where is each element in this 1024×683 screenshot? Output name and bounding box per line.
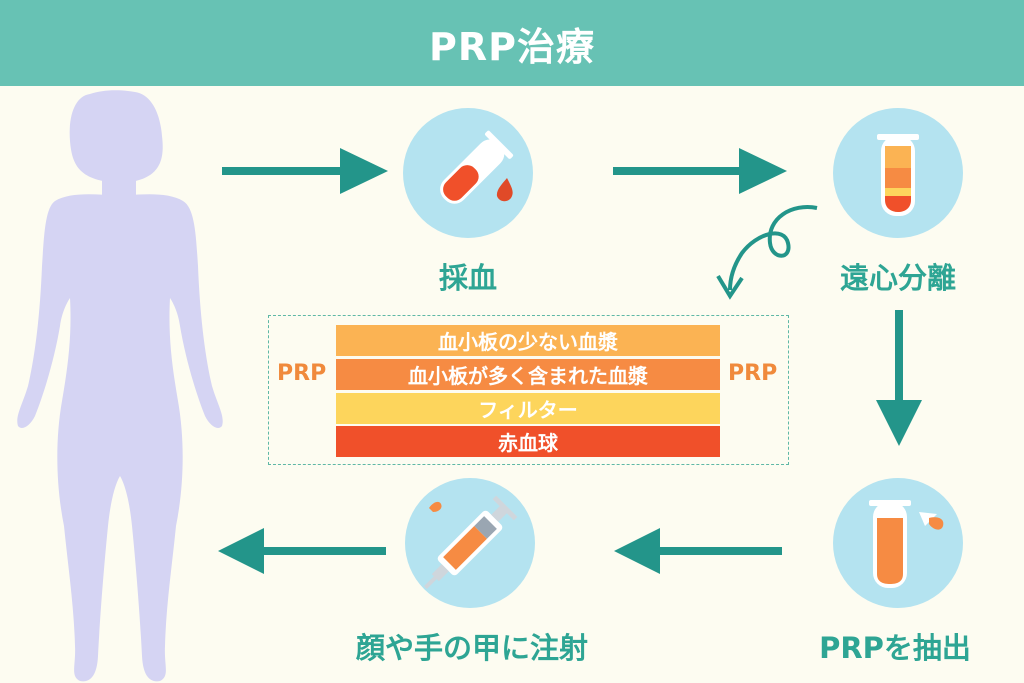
layers-box [268, 315, 789, 465]
arrow-to-centrifuge [613, 148, 787, 194]
layered-tube-icon [877, 134, 919, 216]
step-label-blood-draw: 採血 [438, 261, 497, 295]
layer-prp: 血小板が多く含まれた血漿 [336, 359, 720, 390]
prp-tube-icon [869, 500, 944, 588]
prp-label-left: PRP [277, 361, 327, 386]
step-label-inject: 顔や手の甲に注射 [355, 631, 588, 665]
step-label-extract: PRPを抽出 [819, 631, 971, 665]
centrifuge-circle [833, 108, 963, 238]
layer-filter: フィルター [336, 393, 720, 424]
human-figure-icon [17, 90, 223, 682]
arrow-to-inject [614, 528, 782, 574]
syringe-icon [424, 495, 518, 589]
blood-draw-circle [403, 108, 533, 238]
layer-low-platelet-plasma: 血小板の少ない血漿 [336, 325, 720, 356]
extract-circle [833, 478, 963, 608]
step-label-centrifuge: 遠心分離 [839, 261, 956, 295]
arrow-to-body [218, 528, 386, 574]
inject-circle [405, 478, 535, 608]
curly-arrow [716, 205, 818, 300]
title-banner: PRP治療 [0, 0, 1024, 86]
prp-label-right: PRP [728, 361, 778, 386]
arrow-to-extract [876, 310, 922, 446]
arrow-to-blood-draw [222, 148, 388, 194]
layer-red-blood-cells: 赤血球 [336, 426, 720, 457]
page-title: PRP治療 [429, 24, 595, 69]
blood-tube-icon [440, 130, 514, 204]
